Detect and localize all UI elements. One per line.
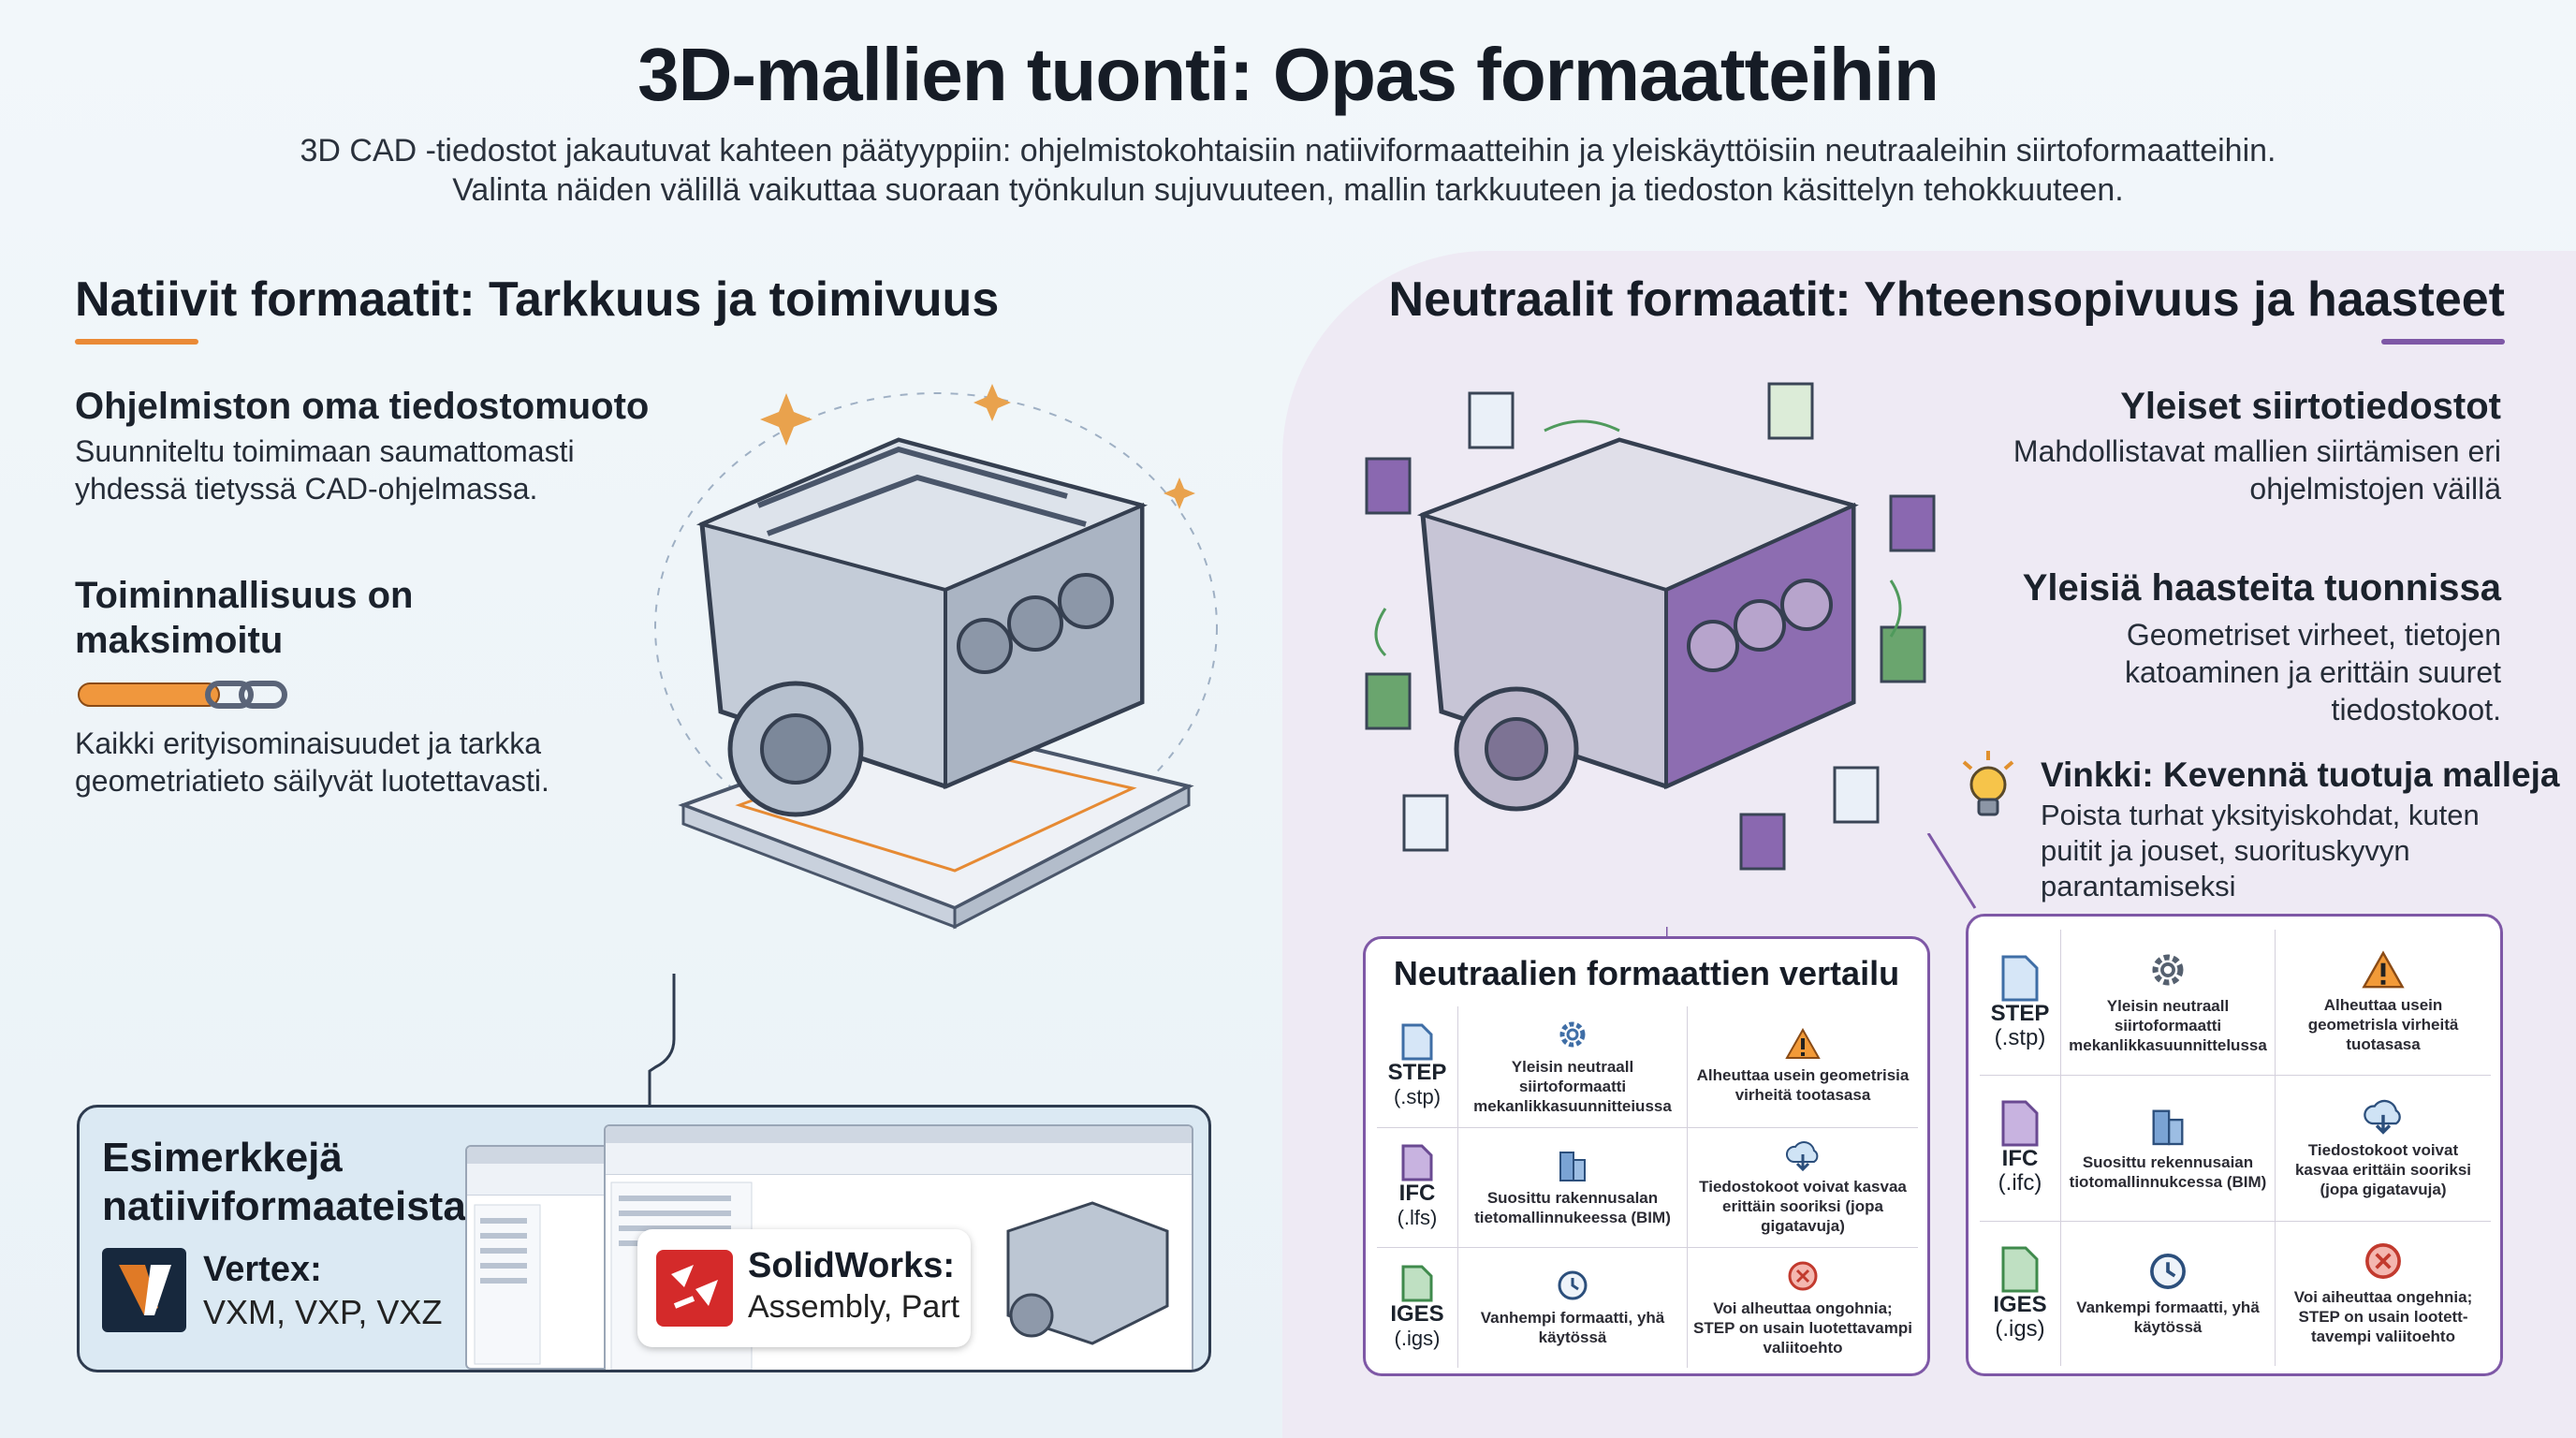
error-icon xyxy=(2363,1240,2404,1282)
comparison-grid: STEP (.stp) Yleisin neutraall siirtoform… xyxy=(1377,1006,1918,1368)
comparison-table-right: STEP (.stp) Yleisin neutraall siirtoform… xyxy=(1966,914,2503,1376)
native-block1-title: Ohjelmiston oma tiedostomuoto xyxy=(75,386,650,427)
table-cell: Voi aiheuttaa ongehnia; STEP on usain lo… xyxy=(2276,1220,2491,1366)
format-extension: (.stp) xyxy=(1994,1024,2046,1050)
table-cell: Tiedostokoot voivat kasvaa erittäin soor… xyxy=(2276,1075,2491,1220)
native-engine-illustration xyxy=(618,346,1236,946)
table-cell: Vankempi formaatti, yhä käytössä xyxy=(2060,1220,2276,1366)
vertex-logo xyxy=(102,1248,186,1332)
cell-text: Tiedostokoot voivat kasvaa erittäin soor… xyxy=(1699,1177,1907,1235)
table-row: IFC (.lfs) xyxy=(1377,1126,1457,1248)
native-block1-text: Suunniteltu toimimaan saumattomasti yhde… xyxy=(75,434,575,506)
table-cell: Voi alheuttaa ongohnia; STEP on usain lu… xyxy=(1688,1247,1918,1368)
warning-icon xyxy=(1785,1028,1821,1060)
neutral-block1-title: Yleiset siirtotiedostot xyxy=(2120,386,2501,427)
gear-icon xyxy=(2147,949,2188,990)
format-name: IGES xyxy=(1993,1291,2047,1317)
cell-text: Alheuttaa usein geometrisia virheitä too… xyxy=(1696,1066,1910,1105)
file-icon xyxy=(1401,1144,1433,1181)
table-row: IGES (.igs) xyxy=(1980,1220,2060,1366)
neutral-engine-illustration xyxy=(1348,374,1947,899)
tip-text: Poista turhat yksityiskohdat, kuten puit… xyxy=(2041,799,2480,902)
vertex-name: Vertex: xyxy=(203,1250,322,1289)
cell-text: Vankempi formaatti, yhä käytössä xyxy=(2076,1298,2260,1336)
solidworks-name: SolidWorks: xyxy=(748,1246,955,1285)
format-extension: (.ifc) xyxy=(1998,1170,2042,1196)
table-cell: Alheuttaa usein geometrisla virheitä tuo… xyxy=(2276,930,2491,1075)
comparison-table-left: Neutraalien formaattien vertailu STEP (.… xyxy=(1363,936,1930,1376)
file-icon xyxy=(2001,1246,2039,1293)
native-block2-title: Toiminnallisuus on maksimoitu xyxy=(75,575,414,661)
format-extension: (.stp) xyxy=(1393,1085,1442,1109)
clock-icon xyxy=(2147,1251,2188,1292)
native-examples-panel: Esimerkkejä natiiviformaateista Vertex: … xyxy=(77,1105,1211,1372)
connector-lines-right xyxy=(1666,833,1977,946)
table-row: STEP (.stp) xyxy=(1980,930,2060,1075)
neutral-section-heading: Neutraalit formaatit: Yhteensopivuus ja … xyxy=(1388,272,2505,327)
format-name: STEP xyxy=(1387,1060,1447,1086)
intro-line-2: Valinta näiden välillä vaikuttaa suoraan… xyxy=(452,172,2124,208)
cell-text: Voi aiheuttaa ongehnia; STEP on usain lo… xyxy=(2293,1288,2473,1346)
gear-icon xyxy=(1556,1018,1589,1051)
cell-text: Yleisin neutraall siirtoformaatti mekanl… xyxy=(1473,1057,1672,1115)
table-cell: Vanhempi formaatti, yhä käytössä xyxy=(1457,1247,1688,1368)
cell-text: Alheuttaa usein geometrisla virheitä tuo… xyxy=(2307,996,2459,1054)
neutral-block2-text: Geometriset virheet, tietojen katoaminen… xyxy=(2125,618,2501,726)
solidworks-card: SolidWorks: Assembly, Part xyxy=(637,1229,971,1347)
vertex-formats: VXM, VXP, VXZ xyxy=(203,1293,443,1331)
file-icon xyxy=(2001,955,2039,1002)
warning-icon xyxy=(2362,950,2405,990)
format-name: IFC xyxy=(2001,1146,2039,1172)
format-name: IGES xyxy=(1390,1301,1444,1328)
building-icon xyxy=(2149,1104,2187,1147)
neutral-block1-text: Mahdollistavat mallien siirtämisen eri o… xyxy=(2012,434,2501,506)
examples-title: Esimerkkejä natiiviformaateista xyxy=(102,1135,466,1229)
chain-link-icon xyxy=(77,678,301,712)
cell-text: Tiedostokoot voivat kasvaa erittäin soor… xyxy=(2294,1140,2472,1198)
neutral-block2-title: Yleisiä haasteita tuonnissa xyxy=(2022,567,2501,609)
solidworks-logo xyxy=(656,1250,733,1327)
file-icon xyxy=(1401,1023,1433,1061)
format-name: IFC xyxy=(1398,1181,1436,1207)
format-extension: (.igs) xyxy=(1995,1315,2045,1342)
cell-text: Suosittu rekennusaian tiotomallinnukcess… xyxy=(2069,1153,2267,1192)
cloud-download-icon xyxy=(1784,1139,1822,1171)
cell-text: Voi alheuttaa ongohnia; STEP on usain lu… xyxy=(1693,1299,1912,1357)
solidworks-formats: Assembly, Part xyxy=(748,1289,960,1325)
format-extension: (.lfs) xyxy=(1397,1206,1438,1230)
table-row: IFC (.ifc) xyxy=(1980,1075,2060,1220)
cell-text: Yleisin neutraall siirtoformaatti mekanl… xyxy=(2069,997,2267,1055)
cell-text: Suosittu rakennusalan tietomallinnukeess… xyxy=(1474,1189,1671,1227)
building-icon xyxy=(1557,1147,1588,1182)
page-title: 3D-mallien tuonti: Opas formaatteihin xyxy=(637,33,1939,116)
cloud-download-icon xyxy=(2362,1097,2405,1135)
error-icon xyxy=(1786,1259,1820,1293)
table-cell: Alheuttaa usein geometrisia virheitä too… xyxy=(1688,1006,1918,1127)
clock-icon xyxy=(1556,1269,1589,1302)
native-block2-text: Kaikki erityisominaisuudet ja tarkka geo… xyxy=(75,726,549,798)
file-icon xyxy=(2001,1100,2039,1147)
neutral-heading-underline xyxy=(2381,339,2505,345)
file-icon xyxy=(1401,1265,1433,1302)
table-cell: Suosittu rakennusalan tietomallinnukeess… xyxy=(1457,1126,1688,1248)
format-extension: (.igs) xyxy=(1394,1327,1441,1351)
comparison-grid: STEP (.stp) Yleisin neutraall siirtoform… xyxy=(1980,930,2491,1366)
table-cell: Yleisin neutraall siirtoformaatti mekanl… xyxy=(2060,930,2276,1076)
table-row: STEP (.stp) xyxy=(1377,1006,1457,1127)
format-name: STEP xyxy=(1990,1000,2050,1026)
cell-text: Vanhempi formaatti, yhä käytössä xyxy=(1480,1309,1665,1347)
tip-title: Vinkki: Kevennä tuotuja malleja xyxy=(2041,756,2560,794)
table-cell: Suosittu rekennusaian tiotomallinnukcess… xyxy=(2060,1075,2276,1221)
table-row: IGES (.igs) xyxy=(1377,1247,1457,1368)
native-section-heading: Natiivit formaatit: Tarkkuus ja toimivuu… xyxy=(75,272,1000,327)
native-heading-underline xyxy=(75,339,198,345)
table-cell: Yleisin neutraall siirtoformaatti mekanl… xyxy=(1457,1006,1688,1127)
lightbulb-icon xyxy=(1958,749,2018,824)
intro-line-1: 3D CAD -tiedostot jakautuvat kahteen pää… xyxy=(300,133,2276,169)
table-cell: Tiedostokoot voivat kasvaa erittäin soor… xyxy=(1688,1126,1918,1248)
connector-line xyxy=(648,974,676,1109)
comparison-title: Neutraalien formaattien vertailu xyxy=(1393,954,1900,992)
